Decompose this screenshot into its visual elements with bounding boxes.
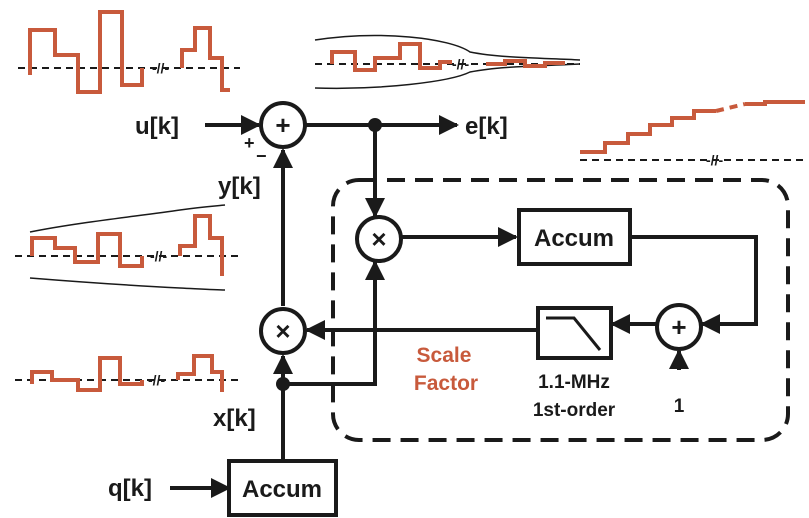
plus-sign: + [244, 133, 255, 153]
signal-y-label: y[k] [218, 173, 261, 200]
multiplier-top-symbol: × [371, 224, 386, 254]
accum-bottom-label: Accum [242, 476, 322, 503]
accum-top-label: Accum [534, 225, 614, 252]
multiplier-bottom: × [259, 307, 307, 355]
junction-dot-e [368, 118, 382, 132]
constant-one-label: 1 [674, 396, 685, 417]
filter-spec-line1: 1.1-MHz [538, 372, 610, 393]
accum-block-top: Accum [517, 208, 632, 266]
scale-factor-line2: Factor [414, 372, 478, 395]
waveform-x: -//- [15, 354, 240, 392]
signal-wires [170, 115, 758, 498]
waveform-u: -//- [18, 10, 240, 94]
filter-spec-line2: 1st-order [533, 400, 616, 421]
signal-q-label: q[k] [108, 475, 152, 502]
signal-e-label: e[k] [465, 113, 508, 140]
summer-loop: + [655, 303, 703, 351]
scale-factor-line1: Scale [417, 344, 472, 367]
waveform-y: -//- [15, 204, 240, 291]
svg-text:-//-: -//- [148, 372, 165, 388]
summer-main-symbol: + [275, 110, 290, 140]
signal-u-label: u[k] [135, 113, 179, 140]
waveform-e: -//- [314, 34, 581, 90]
summer-main: + [259, 101, 307, 149]
multiplier-bottom-symbol: × [275, 316, 290, 346]
junction-dot-x [276, 377, 290, 391]
lowpass-filter-icon [546, 316, 602, 351]
accum-block-bottom: Accum [227, 459, 338, 517]
lowpass-filter-block [536, 306, 613, 360]
summer-loop-symbol: + [671, 312, 686, 342]
svg-text:-//-: -//- [152, 60, 169, 76]
signal-x-label: x[k] [213, 405, 256, 432]
svg-text:-//-: -//- [706, 152, 723, 168]
minus-sign: − [256, 146, 267, 166]
waveform-scale: -//- [580, 100, 805, 168]
multiplier-top: × [355, 215, 403, 263]
svg-text:-//-: -//- [452, 56, 469, 72]
adaptation-loop-boundary [331, 178, 790, 442]
svg-text:-//-: -//- [150, 248, 167, 264]
